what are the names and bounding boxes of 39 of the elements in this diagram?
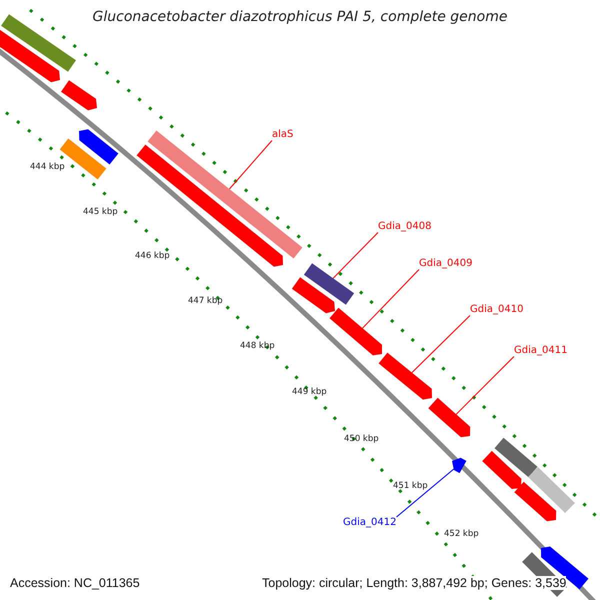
position-label: 447 kbp xyxy=(188,297,223,307)
gene-feature xyxy=(378,352,432,400)
gene-feature xyxy=(528,467,575,513)
position-label: 450 kbp xyxy=(344,435,379,445)
gene-feature xyxy=(61,80,97,110)
position-label: 452 kbp xyxy=(444,530,479,540)
leader-line xyxy=(228,140,272,190)
diagram-title: Gluconacetobacter diazotrophicus PAI 5, complete genome xyxy=(92,9,508,26)
footer-text: Topology: circular; Length: 3,887,492 bp; Genes: 3,539 xyxy=(262,576,566,590)
leader-line xyxy=(362,269,420,329)
leader-line xyxy=(332,232,378,279)
gene-label: alaS xyxy=(272,129,294,140)
gene-feature xyxy=(452,458,466,474)
position-label: 444 kbp xyxy=(30,163,65,173)
gene-label: Gdia_0412 xyxy=(343,517,396,528)
gene-feature xyxy=(292,277,335,314)
gene-label: Gdia_0410 xyxy=(470,304,524,316)
gene-feature xyxy=(482,450,522,489)
gene-feature xyxy=(1,14,76,72)
gene-label: Gdia_0411 xyxy=(514,345,568,356)
leader-line xyxy=(411,315,470,374)
gene-feature xyxy=(494,438,538,478)
gene-label: Gdia_0408 xyxy=(378,221,432,232)
gene-feature xyxy=(0,29,60,82)
gene-feature xyxy=(304,263,354,305)
gene-feature xyxy=(79,129,118,164)
gene-label: Gdia_0409 xyxy=(419,258,472,270)
gene-feature xyxy=(428,398,470,438)
position-label: 445 kbp xyxy=(83,208,118,218)
leader-line xyxy=(396,467,456,518)
position-label: 449 kbp xyxy=(292,388,327,398)
leader-line xyxy=(456,356,514,415)
position-label: 451 kbp xyxy=(393,482,428,492)
gene-feature xyxy=(330,308,382,356)
position-label: 446 kbp xyxy=(135,252,170,262)
footer-text: Accession: NC_011365 xyxy=(10,576,140,590)
position-label: 448 kbp xyxy=(240,342,275,352)
gene-feature xyxy=(514,482,556,522)
gene-feature xyxy=(136,144,283,267)
